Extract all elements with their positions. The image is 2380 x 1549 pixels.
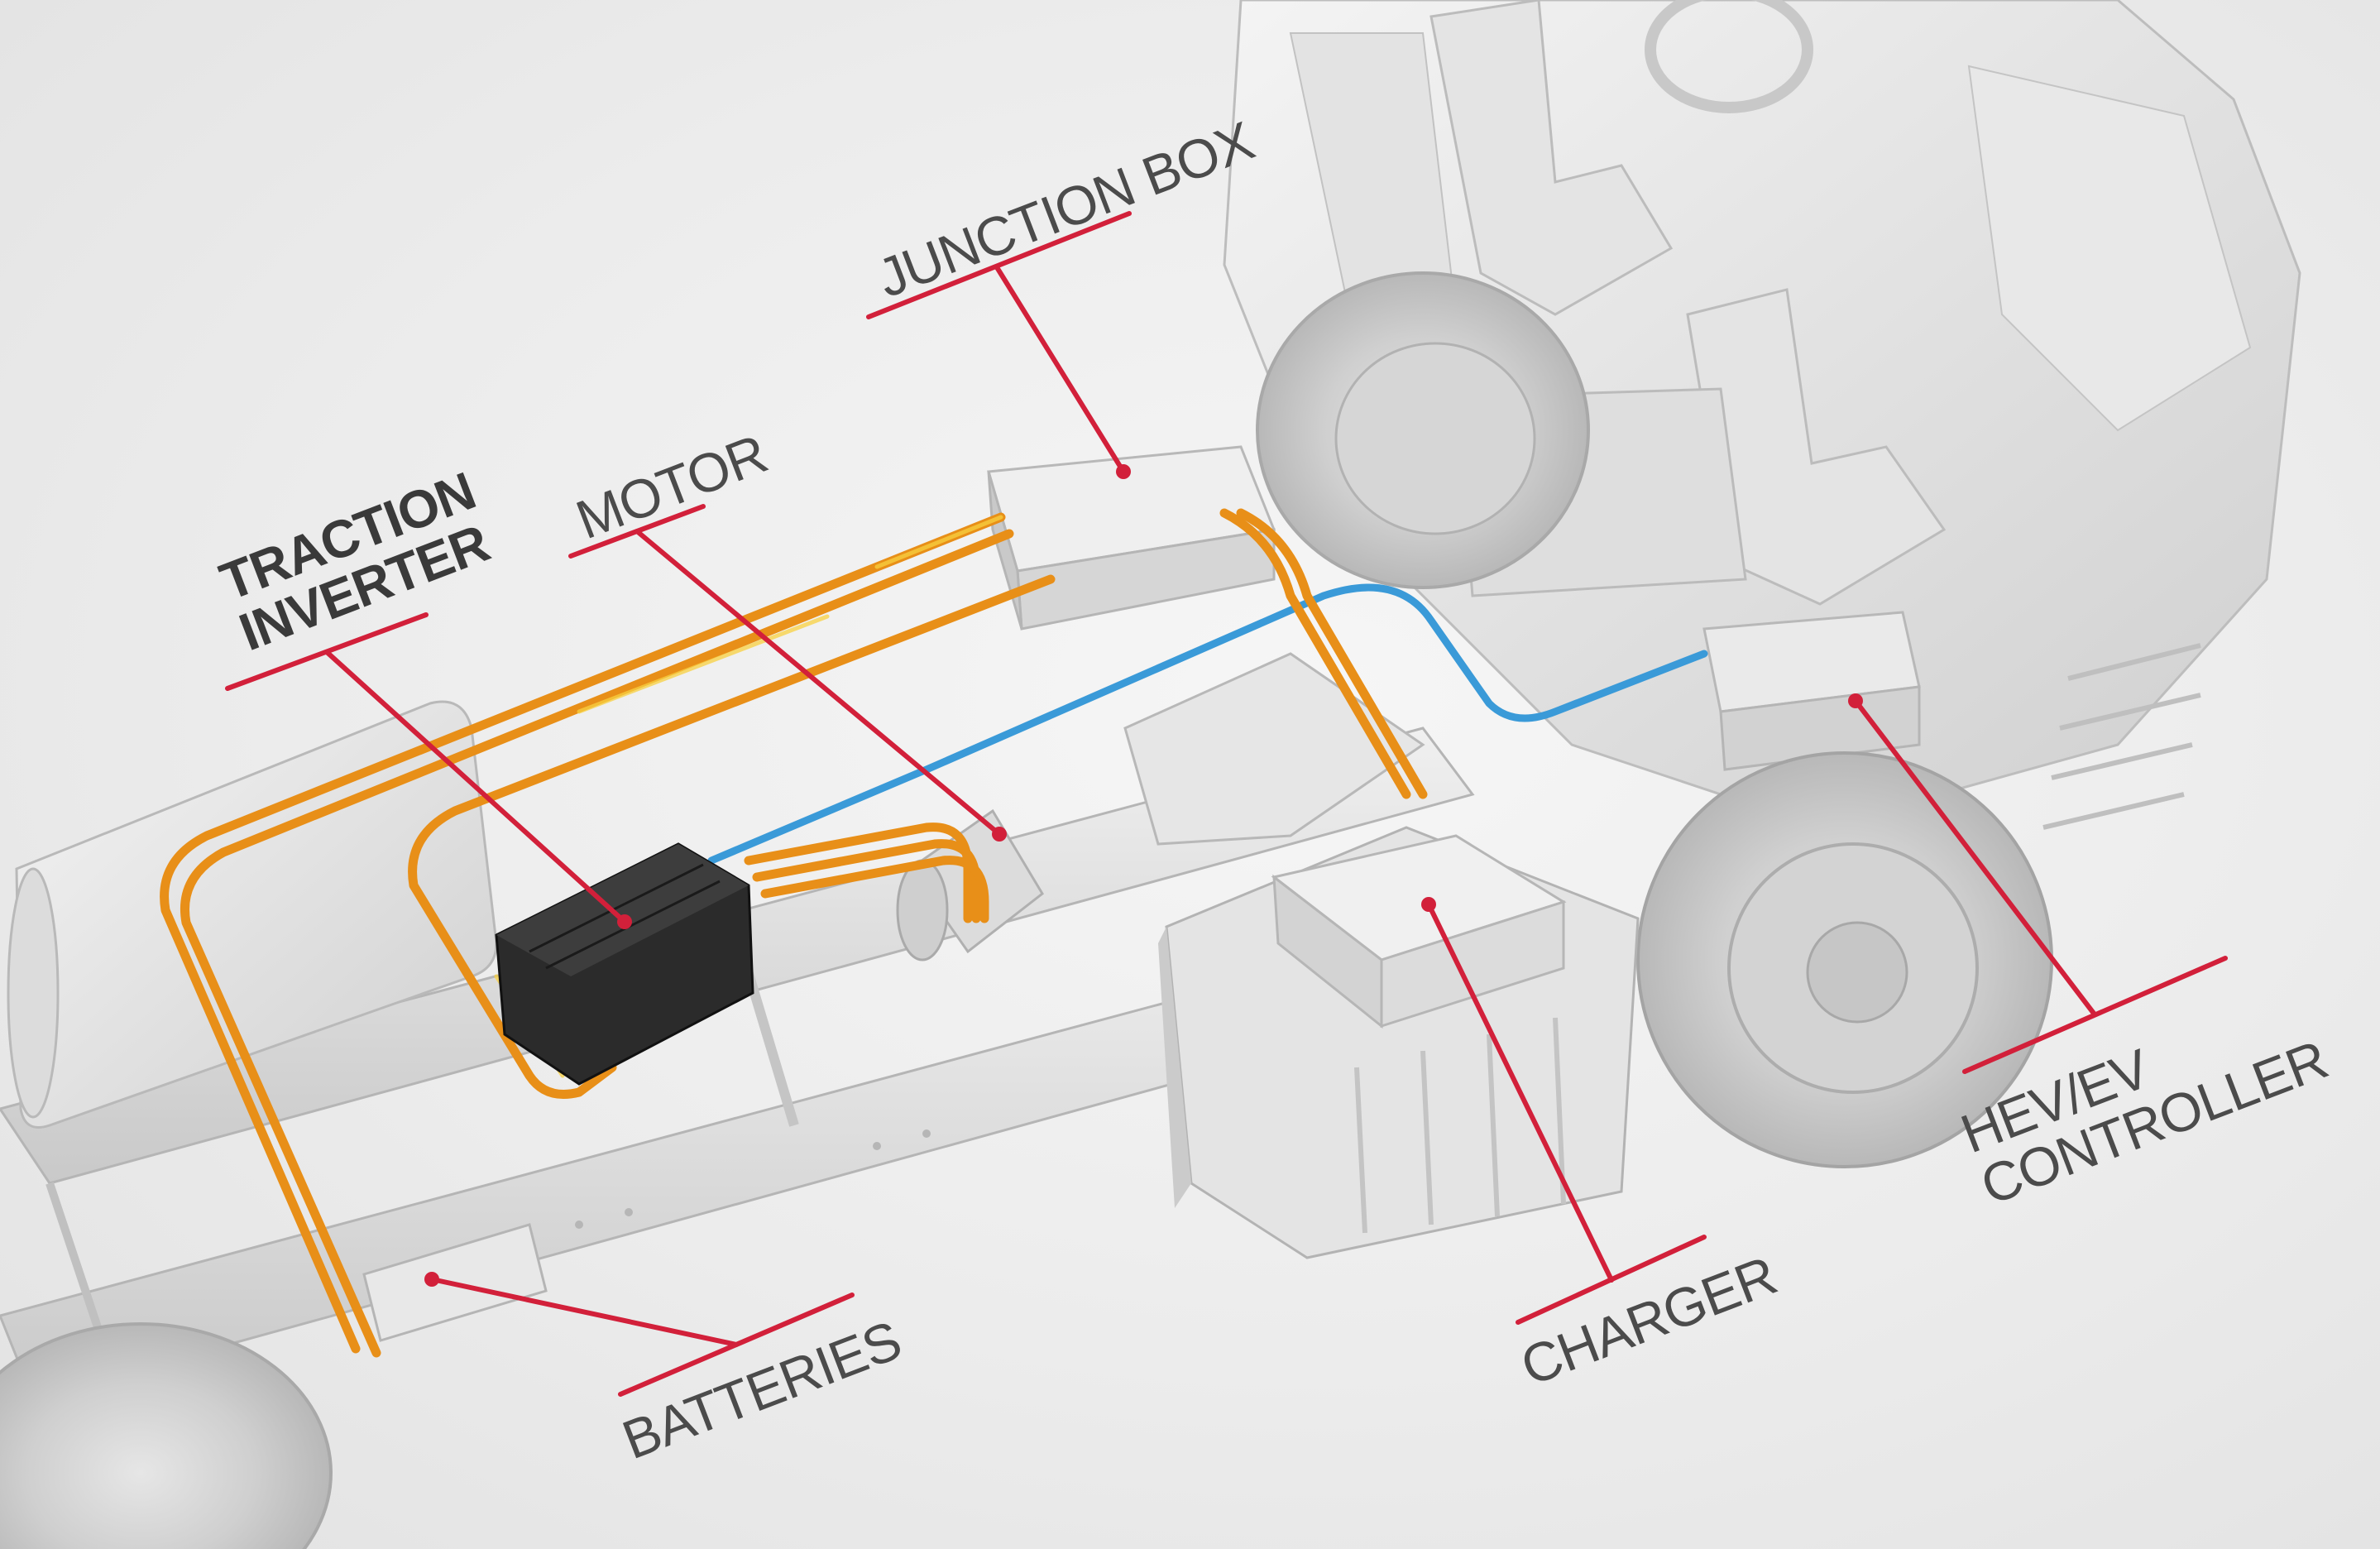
hev-ev-controller-dot [1848,693,1863,708]
callout-leaders [225,211,2228,1397]
junction-box-dot [1116,464,1131,479]
traction-inverter-unit [495,842,754,1086]
charger-dot [1421,897,1436,912]
hev-ev-controller-leader [1853,698,2097,1017]
charger-box [1271,834,1567,1029]
motor-leader [635,529,1002,837]
front-wheel-upper [1256,271,1590,589]
high-voltage-cables [160,508,1428,1358]
charger-leader [1426,902,1614,1283]
front-wheel-lower [1636,751,2053,1168]
side-tank [7,700,498,1129]
batteries-leader [429,1277,739,1347]
junction-box-underline [866,211,1132,319]
coolant-line [707,583,1708,865]
rear-wheel [0,1322,333,1549]
callout-dots [424,464,1863,1287]
hev-ev-controller-box [1702,611,1921,771]
junction-box-leader [994,265,1126,474]
batteries-dot [424,1272,439,1287]
traction-inverter-leader [324,650,627,924]
motor-dot [992,827,1007,842]
traction-inverter-dot [617,914,632,929]
junction-box [987,445,1276,631]
